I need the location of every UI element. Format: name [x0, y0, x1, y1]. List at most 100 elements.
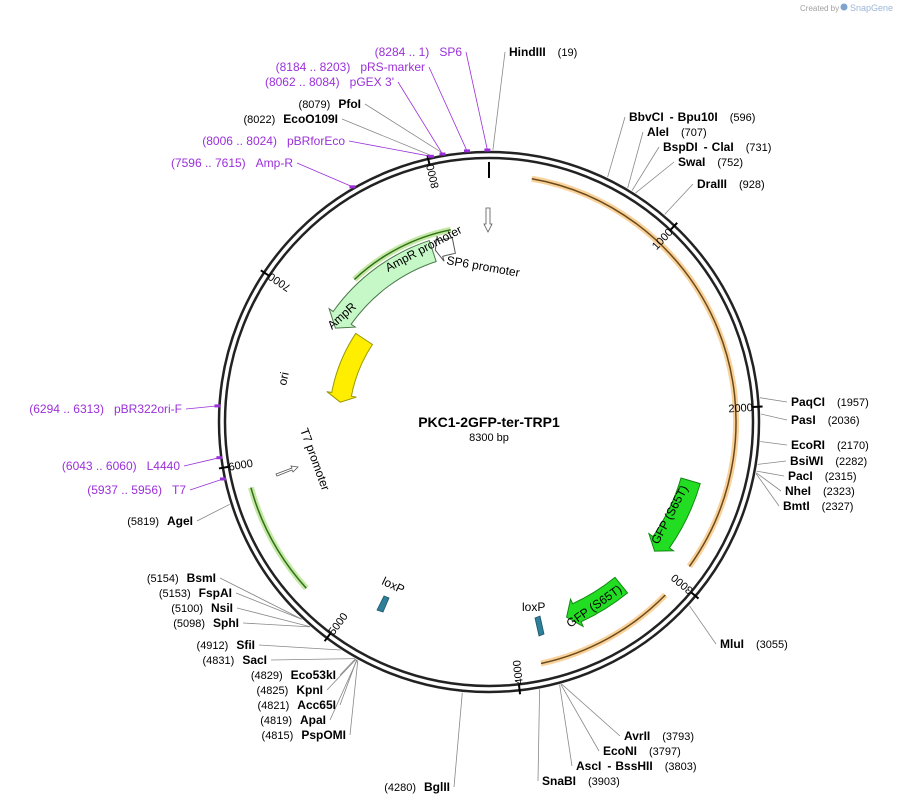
enzyme-site-Eco53kI[interactable]: (4829)Eco53kI: [251, 668, 336, 682]
tick-label-3000: 3000: [669, 571, 695, 596]
primer-site-Amp-R[interactable]: (7596 .. 7615)Amp-R: [171, 156, 293, 170]
enzyme-site-PaqCI[interactable]: PaqCI(1957): [791, 395, 869, 409]
enzyme-site-PspOMI[interactable]: (4815)PspOMI: [262, 728, 346, 742]
t7-promoter-label: T7 promoter: [297, 426, 333, 492]
primer-leader-Amp-R: [296, 162, 353, 188]
enzyme-site-ApaI[interactable]: (4819) ApaI: [260, 713, 326, 727]
enzyme-name: ApaI: [300, 713, 326, 727]
tick-5000: [323, 632, 332, 642]
enzyme-site-BsmI[interactable]: (5154)BsmI: [147, 571, 216, 585]
primer-mark-pBRforEco: [427, 154, 434, 158]
enzyme-name: BmtI: [783, 499, 810, 513]
primer-mark-T7: [220, 477, 226, 481]
sp6-promoter-arrow[interactable]: [483, 207, 493, 233]
enzyme-name: BbvCI: [629, 110, 664, 124]
enzyme-position: (4819): [260, 715, 292, 727]
primer-site-SP6[interactable]: (8284 .. 1)SP6: [375, 45, 463, 59]
enzyme-position: (5098): [173, 618, 205, 630]
enzyme-site-SphI[interactable]: (5098)SphI: [173, 616, 239, 630]
enzyme-position: (5154): [147, 573, 179, 585]
primer-leader-pBR322ori-F: [185, 405, 218, 410]
enzyme-site-PfoI[interactable]: (8079)PfoI: [299, 97, 361, 111]
primer-site-pGEX 3'[interactable]: (8062 .. 8084)pGEX 3': [265, 75, 394, 89]
enzyme-site-SwaI[interactable]: SwaI(752): [678, 155, 743, 169]
enzyme-position: (3803): [665, 761, 697, 773]
leader-EcoRI: [760, 441, 788, 446]
enzyme-name: EcoO109I: [283, 112, 338, 126]
primer-leader-T7: [189, 478, 224, 491]
enzyme-site-EcoRI[interactable]: EcoRI(2170): [791, 438, 869, 452]
enzyme-site-SnaBI[interactable]: SnaBI(3903): [542, 774, 620, 788]
orf-track-3: [248, 486, 309, 591]
enzyme-site-BglII[interactable]: (4280)BglII: [384, 780, 450, 794]
enzyme-site-BspDI[interactable]: BspDI-ClaI(731): [663, 140, 771, 154]
enzyme-site-BsiWI[interactable]: BsiWI(2282): [790, 454, 867, 468]
enzyme-name: BglII: [424, 780, 450, 794]
primer-site-pBRforEco[interactable]: (8006 .. 8024)pBRforEco: [202, 134, 345, 148]
enzyme-site-PasI[interactable]: PasI(2036): [791, 413, 859, 427]
enzyme-position: (5153): [159, 588, 191, 600]
ori-feature[interactable]: [326, 332, 374, 403]
primer-site-pRS-marker[interactable]: (8184 .. 8203)pRS-marker: [276, 60, 425, 74]
enzyme-site-AleI[interactable]: AleI(707): [647, 125, 707, 139]
enzyme-name: NsiI: [211, 601, 233, 615]
leader-DraIII: [664, 183, 694, 215]
gfp2-feature[interactable]: [566, 576, 629, 628]
tick-8000: [426, 154, 431, 166]
enzyme-site-KpnI[interactable]: (4825)KpnI: [257, 683, 323, 697]
enzyme-site-SfiI[interactable]: (4912)SfiI: [197, 638, 255, 652]
ampr-promoter-feature[interactable]: [434, 235, 456, 262]
gfp1-feature[interactable]: [647, 477, 701, 552]
enzyme-site-NsiI[interactable]: (5100)NsiI: [171, 601, 233, 615]
leader-PasI: [760, 413, 788, 421]
primer-mark-pRS-marker: [464, 149, 470, 153]
enzyme-position: (3903): [588, 776, 620, 788]
ampr-feature[interactable]: [328, 239, 437, 329]
created-by-text: Created by: [800, 4, 839, 13]
primer-site-L4440[interactable]: (6043 .. 6060)L4440: [62, 459, 180, 473]
enzyme-site-EcoO109I[interactable]: (8022)EcoO109I: [244, 112, 339, 126]
leader-BsiWI: [757, 460, 787, 465]
enzyme-position: (596): [730, 112, 756, 124]
enzyme-site-EcoNI[interactable]: EcoNI(3797): [603, 744, 681, 758]
leader-AleI: [627, 131, 644, 189]
primer-name: L4440: [147, 459, 181, 473]
leader-AscI: [559, 684, 573, 767]
enzyme-site-AgeI[interactable]: (5819)AgeI: [127, 514, 193, 528]
enzyme-site-NheI[interactable]: NheI(2323): [785, 484, 855, 498]
leader-EcoNI: [560, 684, 600, 752]
leader-lines: [183, 51, 788, 788]
enzyme-name: KpnI: [296, 683, 323, 697]
enzyme-site-DraIII[interactable]: DraIII(928): [697, 177, 765, 191]
enzyme-site-AscI[interactable]: AscI-BssHII(3803): [576, 759, 697, 773]
enzyme-position: (4821): [258, 700, 290, 712]
enzyme-site-HindIII[interactable]: HindIII(19): [509, 45, 577, 59]
enzyme-site-FspAI[interactable]: (5153) FspAI: [159, 586, 232, 600]
orf-track-4-line: [353, 229, 451, 281]
primer-leader-pBRforEco: [348, 140, 431, 157]
enzyme-name: NheI: [785, 484, 811, 498]
loxp2-feature[interactable]: [534, 615, 545, 637]
primer-range: (8006 .. 8024): [202, 134, 277, 148]
enzyme-name: FspAI: [199, 586, 232, 600]
enzyme-site-BmtI[interactable]: BmtI (2327): [783, 499, 853, 513]
primer-site-pBR322ori-F[interactable]: (6294 .. 6313)pBR322ori-F: [29, 402, 182, 416]
enzyme-site-AvrII[interactable]: AvrII(3793): [624, 729, 694, 743]
enzyme-site-PacI[interactable]: PacI(2315): [788, 469, 856, 483]
orf-track-1: [531, 175, 740, 569]
enzyme-site-SacI[interactable]: (4831)SacI: [203, 653, 267, 667]
enzyme-name: SwaI: [678, 155, 705, 169]
enzyme-name: PaqCI: [791, 395, 825, 409]
primer-site-T7[interactable]: (5937 .. 5956)T7: [87, 483, 186, 497]
enzyme-name: PacI: [788, 469, 813, 483]
leader-SfiI: [258, 644, 341, 651]
tick-6000: [218, 465, 229, 470]
enzyme-position: (2327): [822, 501, 854, 513]
t7-promoter-arrow[interactable]: [275, 465, 299, 477]
leader-BspDI: [631, 146, 660, 191]
enzyme-site-Acc65I[interactable]: (4821)Acc65I: [258, 698, 337, 712]
enzyme-site-MluI[interactable]: MluI(3055): [720, 637, 788, 651]
enzyme-site-BbvCI[interactable]: BbvCI-Bpu10I(596): [629, 110, 755, 124]
leader-FspAI: [235, 592, 302, 620]
loxp1-feature[interactable]: [376, 595, 390, 613]
